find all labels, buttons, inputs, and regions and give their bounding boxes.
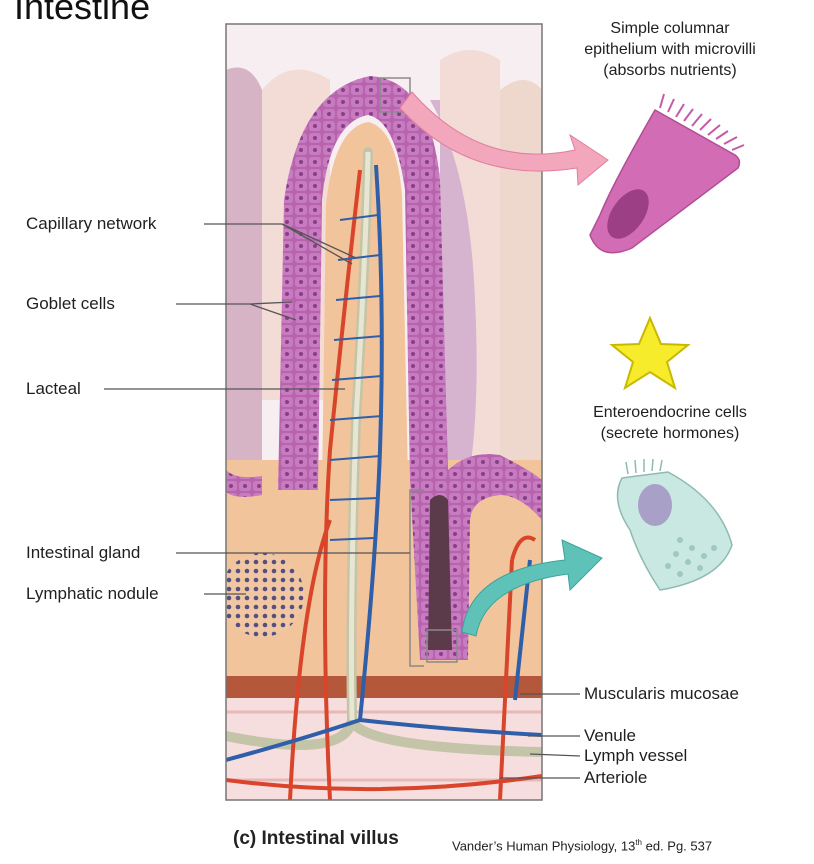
lymphatic-nodule-shape	[226, 553, 304, 637]
neighbor-villus-fragment	[18, 600, 226, 640]
label-lymphatic-nodule: Lymphatic nodule	[26, 584, 159, 603]
label-arteriole: Arteriole	[584, 768, 648, 787]
callout-columnar-line-2: epithelium with microvilli	[584, 41, 756, 58]
leader-goblet	[176, 301, 297, 321]
leader-lymph	[529, 753, 581, 757]
gland-bracket	[409, 489, 424, 667]
label-goblet-cells: Goblet cells	[26, 294, 115, 313]
citation-superscript: th	[635, 838, 642, 847]
star-icon	[609, 315, 691, 391]
callout-columnar: Simple columnar epithelium with microvil…	[550, 18, 790, 81]
callout-enteroendocrine: Enteroendocrine cells (secrete hormones)	[550, 402, 790, 444]
columnar-cell-illustration	[589, 93, 745, 254]
arrow-to-columnar	[399, 91, 609, 187]
callout-enteroendocrine-line-2: (secrete hormones)	[600, 425, 740, 442]
villus-epithelium	[278, 76, 542, 660]
label-lacteal: Lacteal	[26, 379, 81, 398]
citation-text-after: ed. Pg. 537	[641, 838, 713, 854]
label-lymph-vessel: Lymph vessel	[584, 746, 688, 765]
callout-columnar-line-1: Simple columnar	[610, 20, 730, 37]
label-intestinal-gland: Intestinal gland	[26, 543, 141, 562]
citation-text: Vander’s Human Physiology, 13	[452, 838, 636, 854]
villus-panel	[226, 24, 542, 800]
label-muscularis-mucosae: Muscularis mucosae	[584, 684, 739, 703]
page-title: Intestine	[14, 0, 151, 27]
muscularis-band	[226, 676, 542, 698]
figure-caption: (c) Intestinal villus	[233, 828, 399, 849]
zoom-box-enteroendocrine	[426, 629, 458, 663]
callout-enteroendocrine-line-1: Enteroendocrine cells	[593, 404, 747, 421]
leader-capillary	[204, 223, 357, 265]
label-venule: Venule	[584, 726, 636, 745]
callout-columnar-line-3: (absorbs nutrients)	[603, 62, 737, 79]
label-capillary-network: Capillary network	[26, 214, 157, 233]
citation: Vander’s Human Physiology, 13th ed. Pg. …	[452, 838, 712, 853]
arteriole-vessel	[226, 169, 542, 800]
enteroendocrine-cell-illustration	[616, 458, 733, 591]
arrow-to-enteroendocrine	[461, 539, 603, 637]
